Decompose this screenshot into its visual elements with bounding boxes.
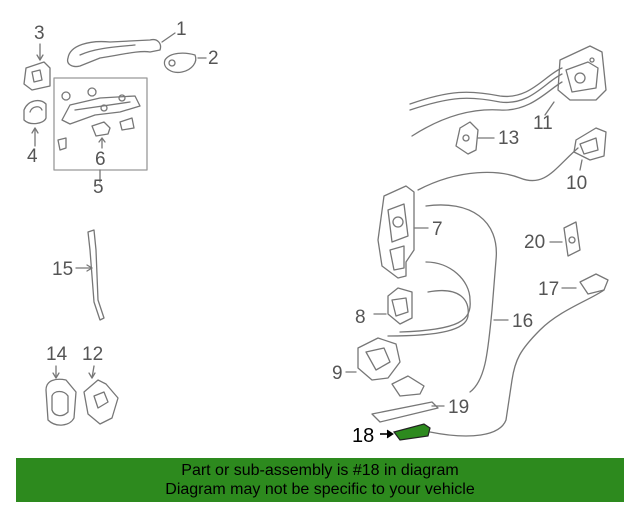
banner-line-2: Diagram may not be specific to your vehi… — [165, 481, 475, 498]
part-20-bracket[interactable] — [549, 221, 581, 257]
banner-line-1: Part or sub-assembly is #18 in diagram — [181, 462, 459, 479]
callout-16: 16 — [512, 311, 534, 332]
callout-20: 20 — [524, 232, 546, 253]
highlight-banner: Part or sub-assembly is #18 in diagram D… — [16, 458, 624, 502]
callout-11: 11 — [533, 113, 553, 134]
callout-4: 4 — [27, 146, 38, 167]
callout-12: 12 — [82, 344, 104, 365]
callout-17: 17 — [538, 279, 560, 300]
callout-2: 2 — [208, 48, 219, 69]
part-3-bracket[interactable] — [23, 43, 51, 91]
callout-15: 15 — [52, 259, 74, 280]
callout-13: 13 — [498, 128, 520, 149]
part-7-lock-actuator[interactable] — [377, 185, 497, 393]
part-1-outside-handle[interactable] — [66, 32, 176, 68]
part-13-bracket[interactable] — [455, 121, 495, 155]
callout-10: 10 — [566, 173, 588, 194]
callout-14: 14 — [46, 344, 68, 365]
callout-5: 5 — [93, 177, 104, 198]
callout-7: 7 — [432, 219, 443, 240]
callout-3: 3 — [34, 23, 45, 44]
callout-6: 6 — [95, 149, 106, 170]
part-6-clip[interactable] — [91, 121, 111, 149]
callout-1: 1 — [176, 19, 187, 40]
part-9-handle-bracket[interactable] — [345, 337, 425, 397]
part-15-rod[interactable] — [75, 229, 105, 321]
part-2-handle-cap[interactable] — [163, 52, 207, 74]
callout-19: 19 — [448, 397, 470, 418]
callout-18: 18 — [352, 425, 375, 447]
part-4-cover[interactable] — [23, 99, 47, 147]
callout-9: 9 — [332, 363, 343, 384]
part-17-cable-end[interactable] — [429, 273, 609, 437]
part-11-latch-assembly[interactable] — [409, 45, 607, 137]
part-5-handle-frame-assembly[interactable] — [53, 77, 148, 183]
callout-8: 8 — [355, 307, 366, 328]
part-18-highlighted[interactable] — [380, 423, 431, 441]
parts-diagram — [23, 32, 609, 441]
part-19-cover-strip[interactable] — [371, 401, 445, 423]
part-8-inside-handle-cable[interactable] — [373, 261, 471, 337]
part-10-release-cable[interactable] — [417, 127, 607, 191]
part-12-bracket[interactable] — [83, 365, 119, 425]
part-14-motor-cover[interactable] — [45, 365, 77, 426]
